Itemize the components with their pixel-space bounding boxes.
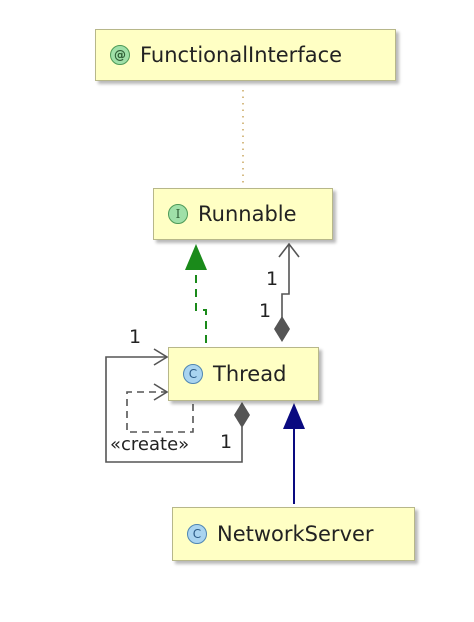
self-composition-diamond [234,402,250,428]
node-label: Thread [213,362,287,386]
realization-arrowhead [185,244,207,270]
thread-node[interactable]: C Thread [168,347,319,401]
create-dependency-arrow [153,383,169,401]
runnable-end-multiplicity: 1 [266,268,278,290]
node-label: Runnable [198,202,297,226]
annotation-icon: @ [110,45,130,65]
composition-open-arrow [278,242,300,258]
extends-arrowhead [283,403,305,429]
composition-diamond-runnable [274,316,290,342]
self-association-edge [105,356,243,463]
class-icon: C [187,524,207,544]
class-icon: C [183,364,203,384]
composition-edge-runnable [281,244,290,318]
network-server-node[interactable]: C NetworkServer [172,507,415,561]
functional-interface-node[interactable]: @ FunctionalInterface [95,29,396,81]
node-label: FunctionalInterface [140,43,343,67]
runnable-node[interactable]: I Runnable [153,188,333,240]
node-label: NetworkServer [217,522,374,546]
thread-end-multiplicity: 1 [259,300,271,322]
self-target-multiplicity: 1 [129,326,141,348]
interface-icon: I [168,204,188,224]
self-association-arrow [153,348,169,366]
realization-edge [195,272,207,343]
self-source-multiplicity: 1 [220,431,232,453]
create-stereotype-label: «create» [110,434,189,455]
create-dependency-edge [126,391,194,433]
